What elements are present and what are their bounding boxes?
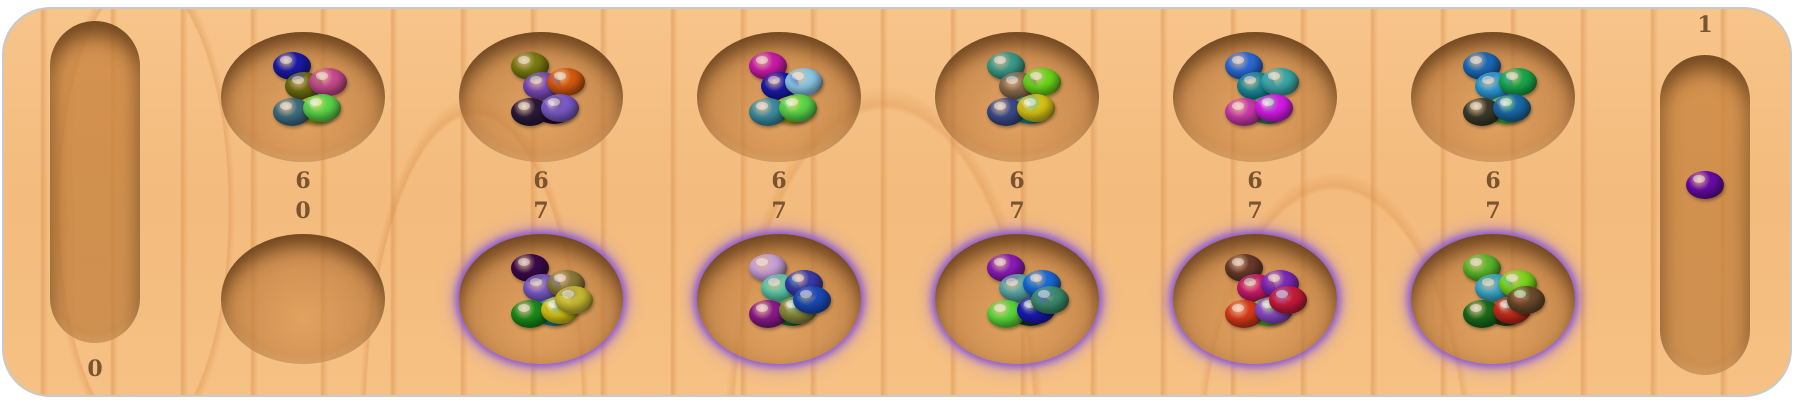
seed-count: 1	[1697, 12, 1713, 38]
seed-count: 0	[87, 356, 103, 382]
seed	[1031, 286, 1069, 314]
seed	[1493, 94, 1531, 122]
seed	[779, 94, 817, 122]
seed	[1255, 94, 1293, 122]
seed-count: 7	[533, 198, 549, 224]
seed	[785, 68, 823, 96]
seed-count: 7	[1247, 198, 1263, 224]
left-store	[50, 21, 140, 343]
seed	[547, 68, 585, 96]
seed-count: 0	[295, 198, 311, 224]
bottom-pit-3[interactable]	[697, 234, 861, 364]
seed	[1261, 68, 1299, 96]
seed-count: 6	[771, 168, 787, 194]
bottom-pit-1[interactable]	[221, 234, 385, 364]
top-pit-4	[935, 32, 1099, 162]
bottom-pit-6[interactable]	[1411, 234, 1575, 364]
seed	[1507, 286, 1545, 314]
seed	[541, 94, 579, 122]
top-pit-6	[1411, 32, 1575, 162]
seed	[1023, 68, 1061, 96]
seed-count: 6	[533, 168, 549, 194]
seed-count: 7	[1485, 198, 1501, 224]
right-store	[1660, 55, 1750, 375]
top-pit-2	[459, 32, 623, 162]
seed	[1499, 68, 1537, 96]
top-pit-5	[1173, 32, 1337, 162]
seed-count: 6	[1485, 168, 1501, 194]
seed	[1017, 94, 1055, 122]
top-pit-3	[697, 32, 861, 162]
bottom-pit-5[interactable]	[1173, 234, 1337, 364]
mancala-board: 0 1 6 6 6 6 6 6 0 7 7 7 7 7	[2, 7, 1792, 397]
top-pit-1	[221, 32, 385, 162]
seed	[309, 68, 347, 96]
seed	[303, 94, 341, 122]
bottom-pit-2[interactable]	[459, 234, 623, 364]
seed	[793, 286, 831, 314]
seed	[1686, 171, 1724, 199]
seed-count: 6	[1009, 168, 1025, 194]
seed	[1269, 286, 1307, 314]
seed-count: 6	[295, 168, 311, 194]
seed-count: 6	[1247, 168, 1263, 194]
bottom-pit-4[interactable]	[935, 234, 1099, 364]
seed	[555, 286, 593, 314]
seed-count: 7	[1009, 198, 1025, 224]
seed-count: 7	[771, 198, 787, 224]
